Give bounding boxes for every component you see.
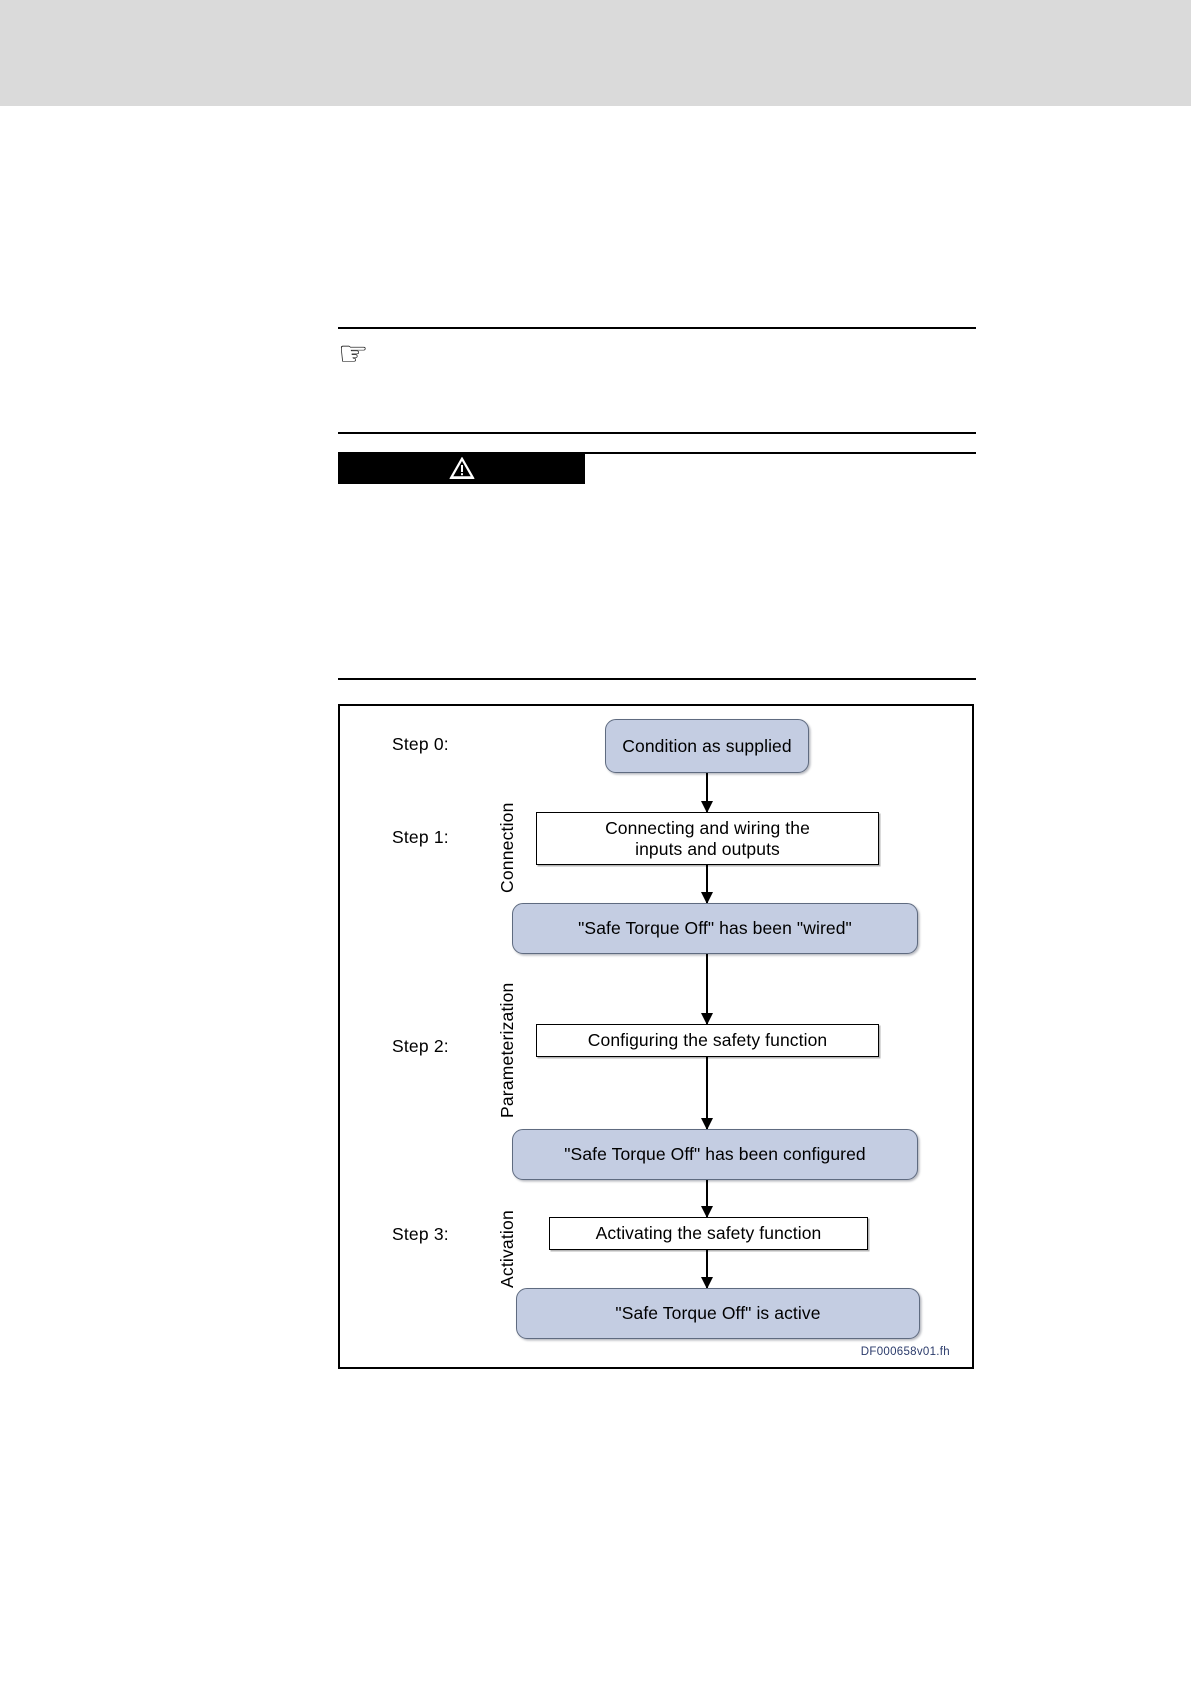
- node-label: Activating the safety function: [595, 1223, 822, 1244]
- step-label-0: Step 0:: [392, 734, 449, 754]
- drawing-id-caption: DF000658v01.fh: [860, 1346, 950, 1358]
- node-label-line1: Connecting and wiring the: [605, 817, 810, 838]
- note-block: ☞: [338, 334, 976, 430]
- phase-label-parameterization: Parameterization: [497, 982, 517, 1118]
- connector-arrow-2: [706, 954, 709, 1024]
- node-connecting-wiring[interactable]: Connecting and wiring the inputs and out…: [536, 812, 879, 865]
- note-rule-top: [338, 327, 976, 329]
- node-activating-safety[interactable]: Activating the safety function: [549, 1217, 868, 1250]
- node-configuring-safety[interactable]: Configuring the safety function: [536, 1024, 879, 1057]
- node-sto-active[interactable]: "Safe Torque Off" is active: [516, 1288, 920, 1339]
- step-label-3: Step 3:: [392, 1224, 449, 1244]
- step-label-1: Step 1:: [392, 827, 449, 847]
- node-label: "Safe Torque Off" has been "wired": [578, 918, 852, 939]
- node-sto-wired[interactable]: "Safe Torque Off" has been "wired": [512, 903, 918, 954]
- node-label: "Safe Torque Off" has been configured: [564, 1144, 866, 1165]
- connector-arrow-1: [706, 865, 709, 903]
- phase-label-connection: Connection: [497, 802, 517, 893]
- warning-rule: [585, 452, 976, 454]
- figure-rule-top: [338, 678, 976, 680]
- node-label: Configuring the safety function: [587, 1030, 828, 1051]
- node-sto-configured[interactable]: "Safe Torque Off" has been configured: [512, 1129, 918, 1180]
- node-label: Condition as supplied: [622, 735, 792, 756]
- pointing-hand-icon: ☞: [338, 334, 369, 374]
- node-label: "Safe Torque Off" is active: [615, 1303, 821, 1324]
- connector-arrow-4: [706, 1180, 709, 1217]
- flowchart-figure: Step 0: Step 1: Step 2: Step 3: Connecti…: [338, 704, 974, 1369]
- node-label-line2: inputs and outputs: [635, 838, 780, 859]
- page-content: ☞ Step 0: Step 1: Step 2: Step 3: Connec…: [338, 0, 976, 1684]
- connector-arrow-5: [706, 1250, 709, 1288]
- phase-label-activation: Activation: [497, 1210, 517, 1288]
- step-label-2: Step 2:: [392, 1036, 449, 1056]
- note-rule-bottom: [338, 432, 976, 434]
- connector-arrow-3: [706, 1057, 709, 1129]
- node-condition-as-supplied[interactable]: Condition as supplied: [605, 719, 809, 773]
- connector-arrow-0: [706, 773, 709, 812]
- warning-banner: [338, 452, 585, 484]
- page-header-band: [0, 0, 1191, 106]
- warning-triangle-icon: [449, 457, 474, 479]
